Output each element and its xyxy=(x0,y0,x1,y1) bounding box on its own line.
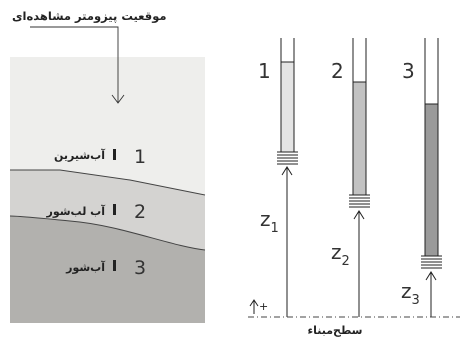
piezometer-marker-2 xyxy=(113,204,116,215)
z3-main: z xyxy=(401,279,412,303)
z3-arrow-head xyxy=(425,271,437,281)
screen-1 xyxy=(277,151,298,165)
screen-2 xyxy=(349,194,370,208)
layer-boundary-upper xyxy=(10,169,206,196)
datum-plus-sign: + xyxy=(259,300,268,313)
piezometer-marker-3 xyxy=(113,260,116,271)
location-leader-line xyxy=(30,26,119,103)
water-column-1 xyxy=(281,62,294,152)
soil-profile xyxy=(9,57,206,323)
location-arrow-head xyxy=(111,94,125,104)
water-column-2 xyxy=(353,82,366,195)
layer-number-3: 3 xyxy=(134,257,146,279)
layer-boundary-lower xyxy=(9,215,206,251)
layer-name-1: آب‌شیرین xyxy=(54,148,105,162)
z3-sub: 3 xyxy=(412,293,420,308)
z2-label: z2 xyxy=(331,240,350,269)
layer-name-3: آب‌شور xyxy=(65,260,105,274)
layer-label-2: آب لب‌شور 2 xyxy=(46,201,147,223)
screen-3 xyxy=(421,255,442,269)
z3-label: z3 xyxy=(401,279,420,308)
z2-sub: 2 xyxy=(342,254,350,269)
z1-sub: 1 xyxy=(271,221,279,236)
saline-water-layer xyxy=(10,216,205,323)
z2-main: z xyxy=(331,240,342,264)
piezometer-location-label: موقعیت پیزومتر مشاهده‌ای xyxy=(12,9,167,24)
z1-label: z1 xyxy=(260,207,279,236)
piezometer-marker-1 xyxy=(113,149,116,160)
layer-name-2: آب لب‌شور xyxy=(46,204,106,218)
z1-arrow-head xyxy=(281,166,293,176)
datum-up-arrow-icon xyxy=(249,299,259,314)
layer-label-3: آب‌شور 3 xyxy=(65,257,146,279)
tube-number-2: 2 xyxy=(331,59,344,83)
layer-number-1: 1 xyxy=(134,146,146,168)
fresh-water-layer xyxy=(10,57,205,195)
datum-label: سطح‌مبناء xyxy=(307,324,362,337)
brackish-water-layer xyxy=(10,170,205,250)
layer-number-2: 2 xyxy=(134,201,146,223)
piezometer-tube-1: 1 z1 xyxy=(258,38,298,317)
tube-number-3: 3 xyxy=(402,59,415,83)
layer-label-1: آب‌شیرین 1 xyxy=(54,146,146,168)
piezometer-tube-2: 2 z2 xyxy=(331,38,370,317)
water-column-3 xyxy=(425,104,438,256)
z1-main: z xyxy=(260,207,271,231)
tube-number-1: 1 xyxy=(258,59,271,83)
z2-arrow-head xyxy=(353,210,365,220)
piezometer-tube-3: 3 z3 xyxy=(401,38,442,317)
